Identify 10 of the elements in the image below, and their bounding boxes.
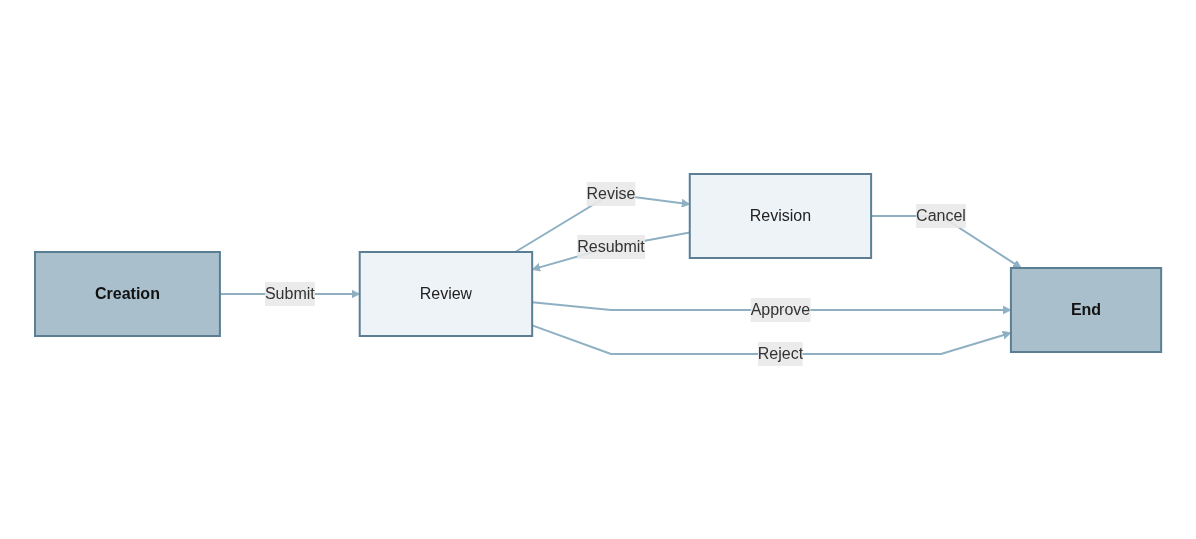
node-box: Creation bbox=[33, 250, 221, 337]
node-box: Review bbox=[358, 250, 534, 337]
node-box: Revision bbox=[688, 172, 873, 259]
edge-label: Reject bbox=[757, 344, 804, 362]
node-box: End bbox=[1009, 266, 1163, 353]
edge-label: Cancel bbox=[916, 206, 966, 224]
edge-label: Approve bbox=[750, 300, 811, 318]
edge-label: Revise bbox=[586, 184, 636, 202]
edge-label: Submit bbox=[264, 284, 315, 302]
edge-label: Resubmit bbox=[577, 237, 645, 255]
